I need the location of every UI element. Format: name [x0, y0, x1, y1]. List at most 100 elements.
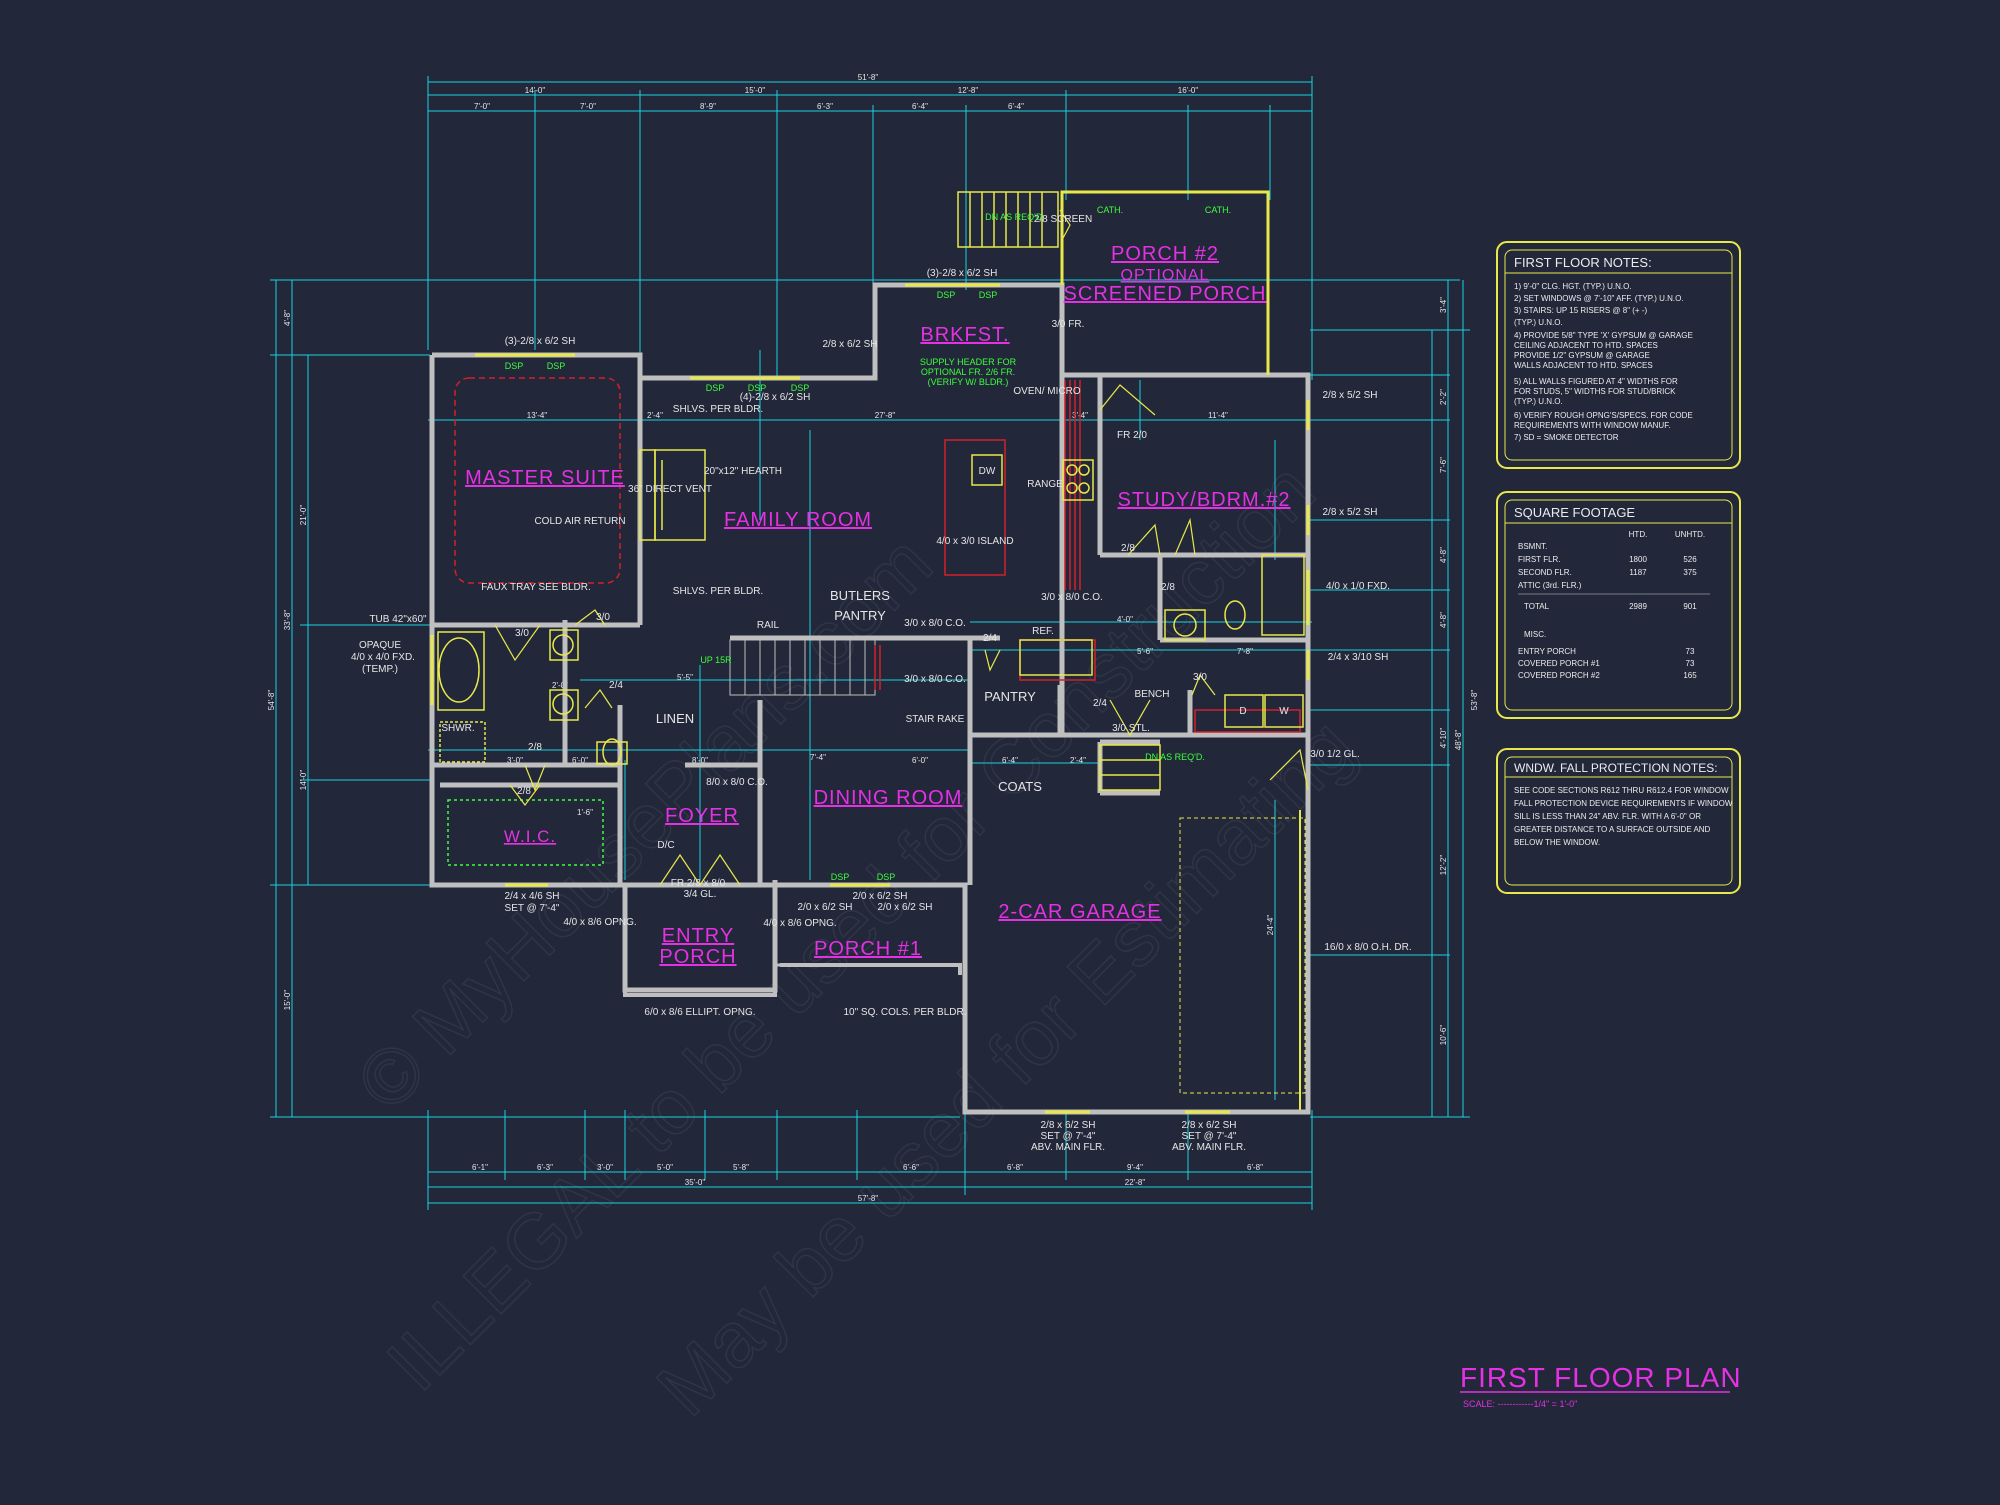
- dim-right-1: 3'-4": [1439, 297, 1448, 313]
- title-block: FIRST FLOOR PLAN SCALE: ------------1/4"…: [1460, 1362, 1742, 1409]
- sqft-total-unhtd: 901: [1683, 602, 1697, 611]
- label-25: 3/0 x 8/0 C.O.: [904, 618, 966, 629]
- sqft-row-2-label: SECOND FLR.: [1518, 568, 1572, 577]
- label-51: 2/4 x 4/6 SH: [504, 891, 559, 902]
- dim-int-1: 13'-4": [527, 411, 548, 420]
- dim-int-3: 27'-8": [875, 411, 896, 420]
- ffn-line-6: PROVIDE 1/2" GYPSUM @ GARAGE: [1514, 351, 1650, 360]
- sqft-row-1-unhtd: 526: [1683, 555, 1697, 564]
- label-45: W: [1279, 706, 1289, 717]
- ffn-line-4: 4) PROVIDE 5/8" TYPE 'X' GYPSUM @ GARAGE: [1514, 331, 1693, 340]
- sqft-row-0-label: BSMNT.: [1518, 542, 1547, 551]
- label-39: 2/8: [1161, 582, 1175, 593]
- dim-right-2: 2'-2": [1439, 389, 1448, 405]
- dsp-2: DSP: [706, 383, 725, 393]
- dim-right-3: 7'-6": [1439, 457, 1448, 473]
- dim-int-11: 2'-4": [1070, 756, 1086, 765]
- label-33: DW: [979, 466, 996, 477]
- door-swings: [494, 209, 1309, 887]
- room-label-entry-porch: PORCH: [659, 946, 736, 968]
- plan-scale: SCALE: ------------1/4" = 1'-0": [1463, 1399, 1577, 1409]
- label-43: 2/4: [1093, 698, 1107, 709]
- dim-left-6: 54'-8": [267, 690, 276, 711]
- dim-int-7: 7'-4": [810, 753, 826, 762]
- label-32: RANGE: [1027, 479, 1063, 490]
- dim-right-10: 10'-6": [1439, 1025, 1448, 1046]
- green-annotations: DSP DSP DSP DSP DSP DSP DSP DSP DSP SUPP…: [505, 290, 1017, 882]
- dim-bottom-7: 6'-8": [1007, 1163, 1023, 1172]
- label-20: SHWR.: [441, 723, 474, 734]
- label-29: 2/4: [983, 633, 997, 644]
- dim-int-16: 2'-0": [552, 681, 568, 690]
- label-23: BUTLERS: [830, 588, 890, 603]
- ffn-line-13: 7) SD = SMOKE DETECTOR: [1514, 433, 1619, 442]
- sqft-row-1-htd: 1800: [1629, 555, 1647, 564]
- label-47: 8/0 x 8/0 C.O.: [706, 777, 768, 788]
- dim-bottom-row2-1: 35'-0": [685, 1178, 706, 1187]
- dim-bottom-9: 6'-8": [1247, 1163, 1263, 1172]
- label-53: 4/0 x 8/6 OPNG.: [563, 917, 636, 928]
- room-label-porch1: PORCH #1: [814, 938, 922, 960]
- room-label-screened-porch: SCREENED PORCH: [1064, 283, 1267, 305]
- dim-top-row2-5: 6'-4": [912, 102, 928, 111]
- sqft-total-htd: 2989: [1629, 602, 1647, 611]
- dim-top-row2-3: 8'-9": [700, 102, 716, 111]
- label-34: 4/0 x 3/0 ISLAND: [936, 536, 1013, 547]
- ffn-line-1: 2) SET WINDOWS @ 7'-10" AFF. (TYP.) U.N.…: [1514, 294, 1684, 303]
- dsp-7: DSP: [831, 872, 850, 882]
- laundry-step: [1099, 744, 1161, 791]
- dim-top-2: 15'-0": [745, 86, 766, 95]
- dim-right-7: 48'-8": [1454, 730, 1463, 751]
- room-labels: MASTER SUITE FAMILY ROOM BRKFST. PORCH #…: [465, 243, 1289, 968]
- label-58: 6/0 x 8/6 ELLIPT. OPNG.: [644, 1007, 755, 1018]
- label-35: 3/0 x 8/0 C.O.: [1041, 592, 1103, 603]
- dim-bottom-5: 5'-8": [733, 1163, 749, 1172]
- square-footage-title: SQUARE FOOTAGE: [1514, 505, 1635, 520]
- ffn-line-5: CEILING ADJACENT TO HTD. SPACES: [1514, 341, 1658, 350]
- dim-left-4: 14'-0": [299, 770, 308, 791]
- label-22: UP 15R: [700, 655, 732, 665]
- room-label-brkfst: BRKFST.: [920, 324, 1009, 346]
- sqft-misc-1-label: COVERED PORCH #1: [1518, 659, 1600, 668]
- room-label-family-room: FAMILY ROOM: [724, 509, 872, 531]
- label-64: SET @ 7'-4": [1182, 1131, 1237, 1142]
- dsp-4: DSP: [791, 383, 810, 393]
- label-27: STAIR RAKE: [906, 714, 965, 725]
- sqft-misc-2-value: 165: [1683, 671, 1697, 680]
- dim-bottom-2: 6'-3": [537, 1163, 553, 1172]
- sqft-total-label: TOTAL: [1524, 602, 1550, 611]
- dim-bottom-row2-2: 22'-8": [1125, 1178, 1146, 1187]
- label-60: 2/8 x 6/2 SH: [1040, 1120, 1095, 1131]
- dim-top-row2-4: 6'-3": [817, 102, 833, 111]
- dim-bottom-overall: 57'-8": [858, 1194, 879, 1203]
- label-61: SET @ 7'-4": [1041, 1131, 1096, 1142]
- dim-int-9: 6'-0": [912, 756, 928, 765]
- label-48: D/C: [657, 840, 674, 851]
- supply-header-3: (VERIFY W/ BLDR.): [928, 377, 1009, 387]
- dim-bottom-3: 3'-0": [597, 1163, 613, 1172]
- sqft-header-htd: HTD.: [1629, 530, 1648, 539]
- supply-header-2: OPTIONAL FR. 2/6 FR.: [921, 367, 1015, 377]
- dim-left-2: 21'-0": [299, 505, 308, 526]
- room-label-foyer: FOYER: [665, 805, 739, 827]
- label-7: COLD AIR RETURN: [534, 516, 625, 527]
- dsp-0: DSP: [505, 361, 524, 371]
- dimension-lines: [270, 76, 1470, 1210]
- label-26: 3/0 x 8/0 C.O.: [904, 674, 966, 685]
- plan-title: FIRST FLOOR PLAN: [1460, 1362, 1742, 1393]
- label-69: 4/0 x 1/0 FXD.: [1326, 581, 1390, 592]
- label-15: 3/0: [596, 612, 610, 623]
- dim-top-3: 12'-8": [958, 86, 979, 95]
- label-28: PANTRY: [984, 689, 1036, 704]
- label-41: 3/0 STL.: [1112, 723, 1150, 734]
- dim-int-4: 11'-4": [1208, 411, 1228, 420]
- dsp-3: DSP: [748, 383, 767, 393]
- label-56: 2/0 x 6/2 SH: [852, 891, 907, 902]
- dimension-text: 51'-8" 14'-0" 15'-0" 12'-8" 16'-0" 7'-0"…: [267, 73, 1479, 1203]
- dim-int-17: 1'-6": [577, 808, 593, 817]
- ffn-line-10: (TYP.) U.N.O.: [1514, 397, 1563, 406]
- label-10: TUB 42"x60": [369, 614, 427, 625]
- label-3: 2/8 x 6/2 SH: [822, 339, 877, 350]
